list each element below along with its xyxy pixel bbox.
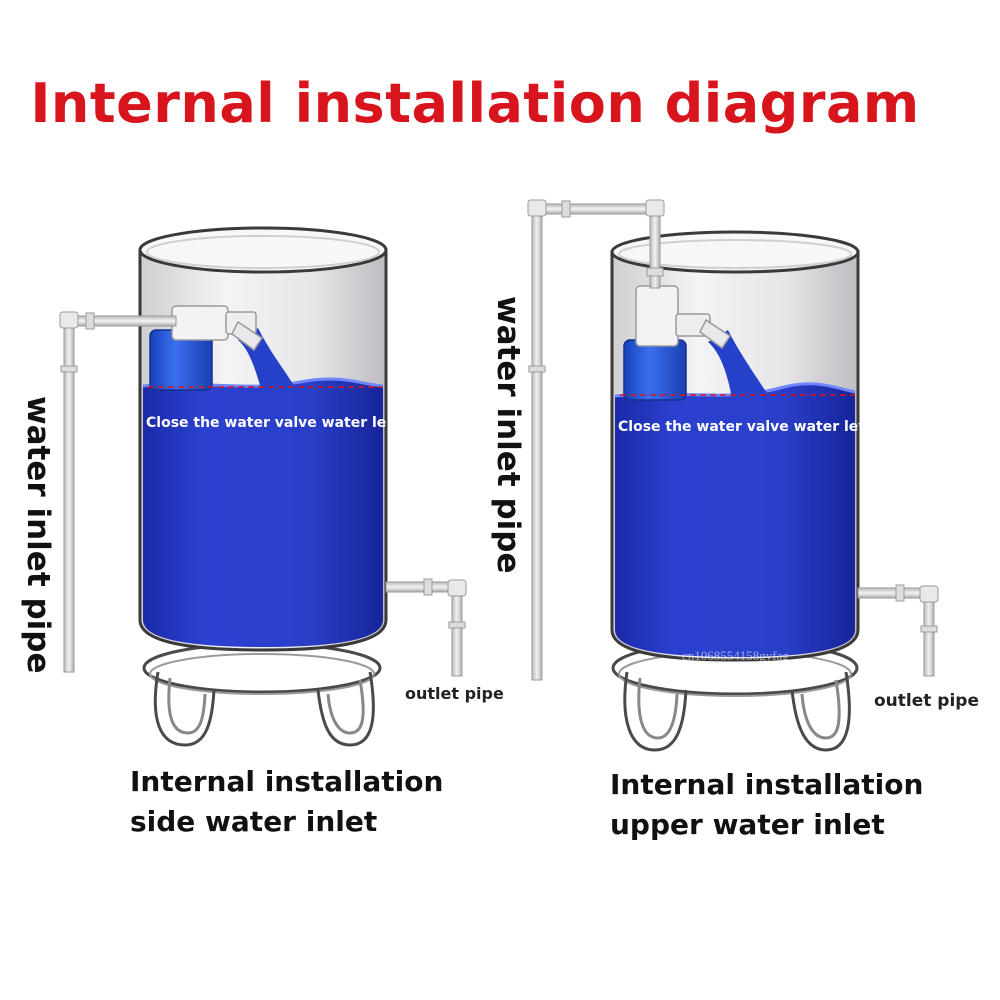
left-inlet-pipe (59, 311, 177, 673)
left-float-valve (149, 305, 264, 391)
left-tank-rim (138, 226, 388, 274)
left-outlet-pipe (385, 578, 467, 677)
right-tank-water (615, 383, 855, 657)
page-title: Internal installation diagram (30, 72, 920, 135)
right-outlet-pipe (857, 584, 939, 677)
right-caption-line2: upper water inlet (610, 808, 885, 841)
left-inlet-label: water inlet pipe (20, 396, 56, 674)
right-float-valve (623, 285, 732, 401)
right-caption-line1: Internal installation (610, 768, 924, 801)
right-caption: Internal installation upper water inlet (610, 765, 923, 845)
right-inlet-label: water inlet pipe (490, 296, 526, 574)
right-inlet-pipe (527, 199, 665, 681)
left-level-label: Close the water valve water lev (146, 415, 386, 431)
watermark: cn1068554158gyfag (682, 648, 789, 663)
left-outlet-label: outlet pipe (405, 684, 504, 703)
left-caption-line2: side water inlet (130, 805, 378, 838)
left-tank-stand (142, 642, 382, 747)
right-level-label: Close the water valve water lev (618, 419, 862, 435)
right-tank (527, 199, 939, 752)
left-tank (59, 226, 467, 747)
left-caption: Internal installation side water inlet (130, 762, 443, 842)
right-outlet-label: outlet pipe (874, 691, 980, 711)
right-tank-rim (610, 230, 860, 274)
left-tank-water (143, 378, 383, 647)
left-caption-line1: Internal installation (130, 765, 444, 798)
